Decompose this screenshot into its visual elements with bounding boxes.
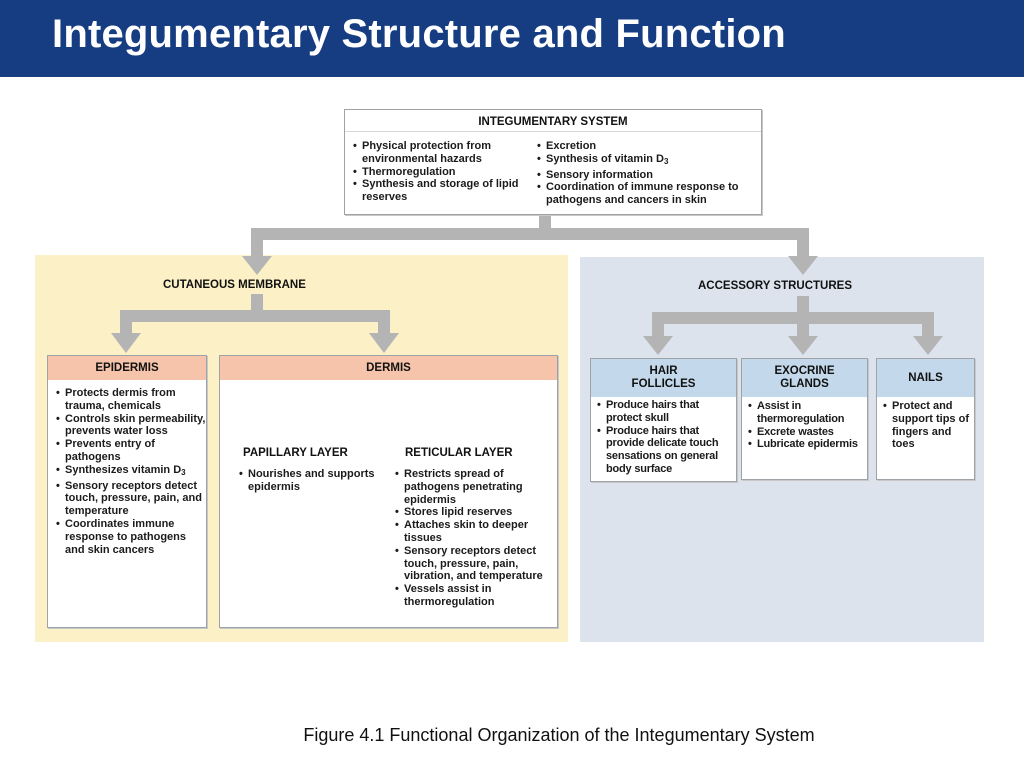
nails-box: NAILS Protect and support tips of finger… xyxy=(876,358,975,480)
list-item: Thermoregulation xyxy=(353,166,531,179)
list-item: Synthesis and storage of lipid reserves xyxy=(353,178,531,204)
arrow-head xyxy=(788,256,818,275)
arrow-stem xyxy=(539,214,551,230)
arrow-stem xyxy=(251,294,263,314)
arrow-stem xyxy=(797,296,809,316)
dermis-title: DERMIS xyxy=(220,356,557,380)
hair-follicles-title: HAIR FOLLICLES xyxy=(591,359,736,397)
list-item: Sensory receptors detect touch, pressure… xyxy=(395,545,555,583)
exocrine-glands-box: EXOCRINE GLANDS Assist in thermoregulati… xyxy=(741,358,868,480)
exocrine-glands-functions: Assist in thermoregulation Excrete waste… xyxy=(748,400,868,451)
list-item: Attaches skin to deeper tissues xyxy=(395,519,555,545)
list-item: Synthesizes vitamin D3 xyxy=(56,464,206,480)
list-item: Sensory information xyxy=(537,169,759,182)
list-item: Synthesis of vitamin D3 xyxy=(537,153,759,169)
hair-follicles-box: HAIR FOLLICLES Produce hairs that protec… xyxy=(590,358,737,482)
hair-follicles-title-line2: FOLLICLES xyxy=(631,378,696,390)
list-item: Lubricate epidermis xyxy=(748,438,868,451)
reticular-layer-title: RETICULAR LAYER xyxy=(405,447,513,459)
arrow-head xyxy=(369,333,399,353)
list-item: Coordinates immune response to pathogens… xyxy=(56,518,206,556)
exocrine-glands-title-line1: EXOCRINE xyxy=(774,365,835,377)
list-item: Protects dermis from trauma, chemicals xyxy=(56,387,206,413)
reticular-layer-functions: Restricts spread of pathogens penetratin… xyxy=(395,468,555,609)
arrow-head xyxy=(788,336,818,355)
nails-title: NAILS xyxy=(877,359,974,397)
papillary-layer-functions: Nourishes and supports epidermis xyxy=(239,468,377,494)
synthesizes-text: Synthesizes vitamin D xyxy=(65,463,182,476)
arrow-bar xyxy=(652,312,934,324)
arrow-stem xyxy=(652,312,664,338)
list-item: Sensory receptors detect touch, pressure… xyxy=(56,480,206,518)
exocrine-glands-title: EXOCRINE GLANDS xyxy=(742,359,867,397)
integumentary-system-box: INTEGUMENTARY SYSTEM Physical protection… xyxy=(344,109,762,215)
papillary-layer-title: PAPILLARY LAYER xyxy=(243,447,348,459)
arrow-stem xyxy=(797,312,809,338)
accessory-structures-title: ACCESSORY STRUCTURES xyxy=(698,280,852,292)
arrow-head xyxy=(913,336,943,355)
arrow-head xyxy=(111,333,141,353)
list-item: Produce hairs that provide delicate touc… xyxy=(597,425,737,476)
list-item: Coordination of immune response to patho… xyxy=(537,181,759,207)
exocrine-glands-title-line2: GLANDS xyxy=(780,378,829,390)
arrow-stem xyxy=(922,312,934,338)
system-functions-right: Excretion Synthesis of vitamin D3 Sensor… xyxy=(537,140,759,207)
arrow-bar xyxy=(251,228,809,240)
arrow-head xyxy=(242,256,272,275)
list-item: Vessels assist in thermoregulation xyxy=(395,583,555,609)
arrow-stem xyxy=(251,228,263,258)
list-item: Excrete wastes xyxy=(748,426,868,439)
vitamin-text: Synthesis of vitamin D xyxy=(546,152,664,165)
list-item: Produce hairs that protect skull xyxy=(597,399,737,425)
list-item: Physical protection from environmental h… xyxy=(353,140,531,166)
list-item: Protect and support tips of fingers and … xyxy=(883,400,973,451)
title-bar: Integumentary Structure and Function xyxy=(0,0,1024,77)
arrow-stem xyxy=(797,228,809,258)
list-item: Prevents entry of pathogens xyxy=(56,438,206,464)
list-item: Restricts spread of pathogens penetratin… xyxy=(395,468,555,506)
hair-follicles-functions: Produce hairs that protect skull Produce… xyxy=(597,399,737,476)
cutaneous-membrane-title: CUTANEOUS MEMBRANE xyxy=(163,279,306,291)
list-item: Controls skin permeability, prevents wat… xyxy=(56,413,206,439)
epidermis-functions: Protects dermis from trauma, chemicals C… xyxy=(56,387,206,556)
arrow-head xyxy=(643,336,673,355)
system-functions-left: Physical protection from environmental h… xyxy=(353,140,531,204)
vitamin-subscript: 3 xyxy=(663,156,669,166)
list-item: Nourishes and supports epidermis xyxy=(239,468,377,494)
nails-functions: Protect and support tips of fingers and … xyxy=(883,400,973,451)
figure-caption: Figure 4.1 Functional Organization of th… xyxy=(303,725,815,745)
list-item: Stores lipid reserves xyxy=(395,506,555,519)
arrow-bar xyxy=(120,310,390,322)
epidermis-box: EPIDERMIS Protects dermis from trauma, c… xyxy=(47,355,207,628)
list-item: Assist in thermoregulation xyxy=(748,400,868,426)
integumentary-system-title: INTEGUMENTARY SYSTEM xyxy=(345,110,761,132)
arrow-stem xyxy=(120,310,132,337)
vitamin-subscript: 3 xyxy=(181,467,186,477)
slide-title: Integumentary Structure and Function xyxy=(52,12,786,56)
hair-follicles-title-line1: HAIR xyxy=(649,365,678,377)
epidermis-title: EPIDERMIS xyxy=(48,356,206,380)
list-item: Excretion xyxy=(537,140,759,153)
arrow-stem xyxy=(378,310,390,337)
